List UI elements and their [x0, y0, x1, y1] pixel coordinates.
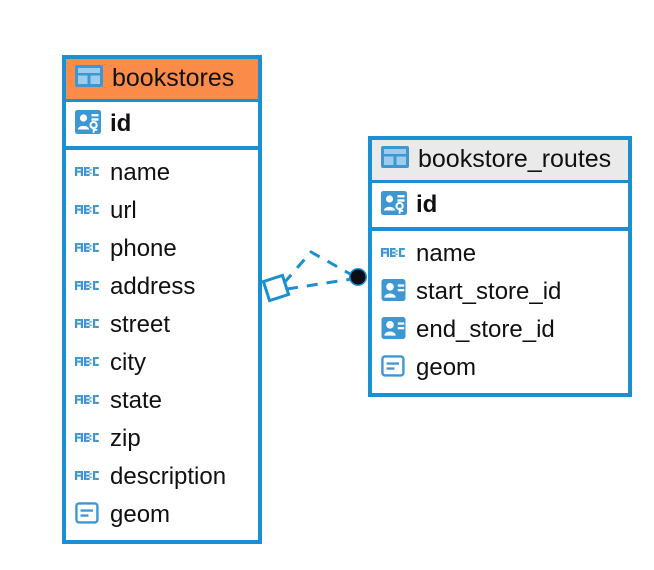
field-row-id[interactable]: id: [372, 183, 628, 227]
field-row-url[interactable]: url: [66, 192, 258, 230]
columns-section-bookstore-routes: name start_store_id: [372, 231, 628, 393]
table-icon: [381, 146, 409, 173]
field-label-name: name: [416, 240, 477, 267]
field-label-name: name: [110, 159, 171, 186]
field-label-street: street: [110, 311, 171, 338]
field-row-description[interactable]: description: [66, 458, 258, 496]
primary-key-icon: [381, 190, 407, 221]
foreign-key-icon: [381, 278, 407, 307]
text-abc-icon: [75, 353, 101, 374]
text-abc-icon: [75, 391, 101, 412]
text-abc-icon: [75, 315, 101, 336]
field-row-geom[interactable]: geom: [372, 349, 628, 387]
relationship-diamond-marker: [261, 273, 291, 303]
field-row-zip[interactable]: zip: [66, 420, 258, 458]
primary-key-icon: [75, 109, 101, 140]
columns-section-bookstores: name u: [66, 150, 258, 540]
field-row-name[interactable]: name: [66, 154, 258, 192]
field-row-start-store-id[interactable]: start_store_id: [372, 273, 628, 311]
foreign-key-icon: [381, 316, 407, 345]
field-label-url: url: [110, 197, 137, 224]
field-label-state: state: [110, 387, 163, 414]
entity-table-bookstore-routes[interactable]: bookstore_routes id: [368, 136, 632, 397]
entity-header-bookstores[interactable]: bookstores: [66, 59, 258, 102]
field-row-city[interactable]: city: [66, 344, 258, 382]
field-label-end-store-id: end_store_id: [416, 316, 555, 343]
field-label-geom: geom: [416, 354, 477, 381]
geometry-icon: [75, 501, 101, 530]
text-abc-icon: [75, 239, 101, 260]
field-label-start-store-id: start_store_id: [416, 278, 562, 305]
field-label-address: address: [110, 273, 196, 300]
field-label-id: id: [416, 191, 438, 218]
field-label-city: city: [110, 349, 146, 376]
geometry-icon: [381, 354, 407, 383]
text-abc-icon: [75, 163, 101, 184]
field-label-description: description: [110, 463, 227, 490]
text-abc-icon: [75, 277, 101, 298]
text-abc-icon: [75, 467, 101, 488]
relationship-line-lower: [286, 277, 353, 291]
entity-header-bookstore-routes[interactable]: bookstore_routes: [372, 140, 628, 183]
field-label-geom: geom: [110, 501, 171, 528]
primary-key-section-bookstores: id: [66, 102, 258, 150]
primary-key-section-bookstore-routes: id: [372, 183, 628, 231]
field-row-geom[interactable]: geom: [66, 496, 258, 534]
entity-title-bookstore-routes: bookstore_routes: [418, 145, 612, 174]
entity-table-bookstores[interactable]: bookstores id: [62, 55, 262, 544]
relationship-line-upper: [282, 250, 353, 284]
table-icon: [75, 65, 103, 92]
entity-title-bookstores: bookstores: [112, 64, 235, 93]
text-abc-icon: [75, 429, 101, 450]
field-row-phone[interactable]: phone: [66, 230, 258, 268]
field-row-end-store-id[interactable]: end_store_id: [372, 311, 628, 349]
field-row-name[interactable]: name: [372, 235, 628, 273]
field-row-id[interactable]: id: [66, 102, 258, 146]
field-row-street[interactable]: street: [66, 306, 258, 344]
field-label-zip: zip: [110, 425, 141, 452]
field-label-phone: phone: [110, 235, 177, 262]
text-abc-icon: [75, 201, 101, 222]
field-row-state[interactable]: state: [66, 382, 258, 420]
relationship-circle-marker: [349, 268, 367, 286]
field-row-address[interactable]: address: [66, 268, 258, 306]
text-abc-icon: [381, 244, 407, 265]
field-label-id: id: [110, 110, 132, 137]
